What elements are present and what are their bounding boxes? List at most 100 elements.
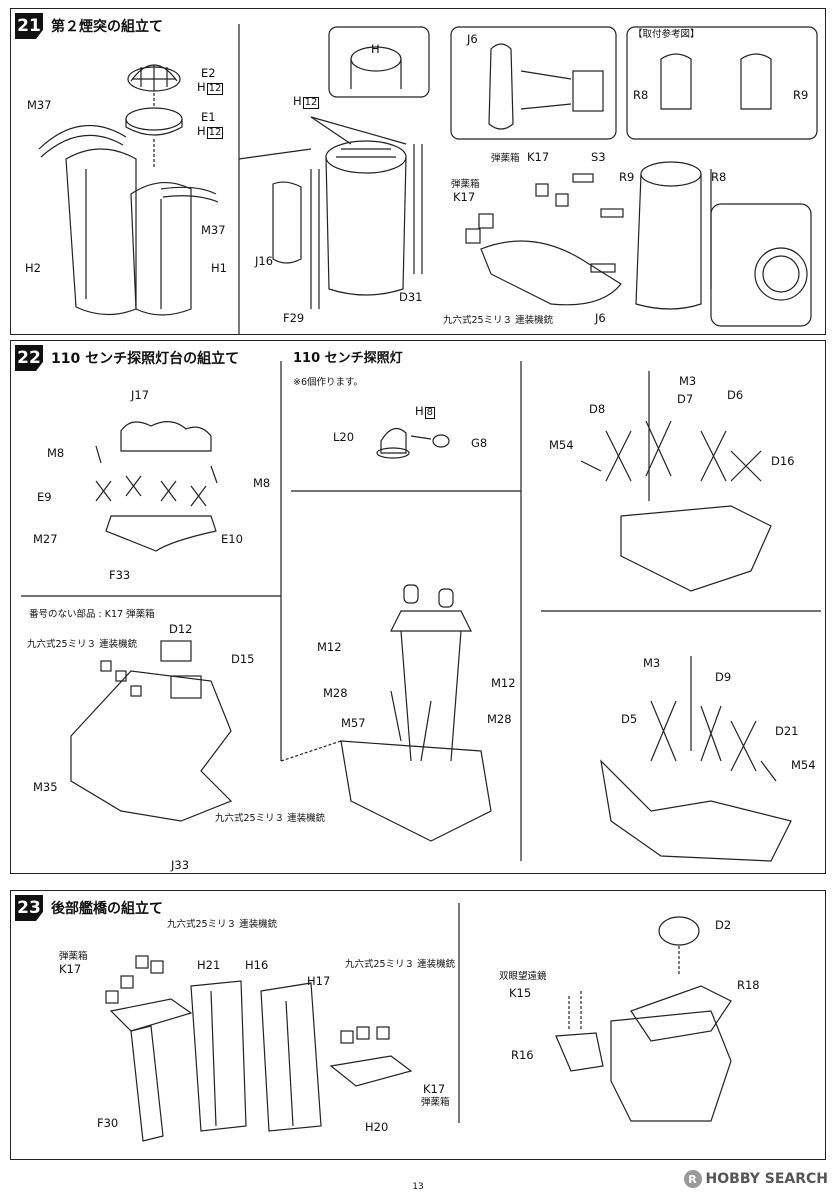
step-23-number: 23 xyxy=(15,895,43,921)
label-M35: M35 xyxy=(33,780,58,794)
label-H20: H20 xyxy=(365,1120,389,1134)
step-23-drawing xyxy=(105,903,732,1142)
label-M3-a: M3 xyxy=(679,374,697,388)
label-D15: D15 xyxy=(231,652,255,666)
step-23-panel: 23 後部艦橋の組立て xyxy=(10,890,826,1160)
label-K17-23-b: K17 xyxy=(423,1082,446,1096)
label-F30: F30 xyxy=(97,1116,119,1130)
label-H12-b-letter: H xyxy=(197,124,206,138)
label-H12-a-letter: H xyxy=(197,80,206,94)
watermark-logo-icon: R xyxy=(683,1170,702,1188)
label-M37-a: M37 xyxy=(27,98,52,112)
label-K17-b: K17 xyxy=(453,190,476,204)
label-F29: F29 xyxy=(283,311,305,325)
label-dan-23-a: 弾薬箱 xyxy=(59,951,88,962)
label-M28-a: M28 xyxy=(323,686,348,700)
watermark-text: HOBBY SEARCH xyxy=(705,1171,828,1187)
step-21-drawing xyxy=(38,24,818,334)
label-M12-a: M12 xyxy=(317,640,342,654)
label-J6-b: J6 xyxy=(595,311,606,325)
label-dan-23-b: 弾薬箱 xyxy=(421,1097,450,1108)
label-L20: L20 xyxy=(333,430,355,444)
step-22-drawing xyxy=(21,361,821,862)
label-torituke: 【取付参考図】 xyxy=(633,29,700,40)
label-M27: M27 xyxy=(33,532,58,546)
label-E10: E10 xyxy=(221,532,243,546)
label-M12-b: M12 xyxy=(491,676,516,690)
label-H12-c-letter: H xyxy=(293,94,302,108)
step-22-note: ※6個作ります。 xyxy=(293,377,364,388)
step-21-number: 21 xyxy=(15,13,43,39)
step-23-title: 後部艦橋の組立て xyxy=(51,901,163,917)
label-H12-a-box: 12 xyxy=(206,83,224,95)
label-gun-23-a: 九六式25ミリ３ 連装機銃 xyxy=(167,919,278,930)
label-K17-23-a: K17 xyxy=(59,962,82,976)
label-S3: S3 xyxy=(591,150,606,164)
label-H17: H17 xyxy=(307,974,331,988)
step-21-panel: 21 第２煙突の組立て xyxy=(10,8,826,335)
label-gun-23-b: 九六式25ミリ３ 連装機銃 xyxy=(345,959,456,970)
label-H12-b-box: 12 xyxy=(206,127,224,139)
label-R8-b: R8 xyxy=(711,170,727,184)
label-D21: D21 xyxy=(775,724,799,738)
label-D31: D31 xyxy=(399,290,423,304)
label-M8-b: M8 xyxy=(253,476,271,490)
step-21-title: 第２煙突の組立て xyxy=(51,19,163,35)
label-D12: D12 xyxy=(169,622,193,636)
label-J33: J33 xyxy=(171,858,190,872)
label-J17: J17 xyxy=(131,388,150,402)
label-M8-a: M8 xyxy=(47,446,65,460)
label-dan-1: 弾薬箱 xyxy=(491,153,520,164)
label-H-cap: H xyxy=(371,42,380,56)
label-M28-b: M28 xyxy=(487,712,512,726)
label-E9: E9 xyxy=(37,490,52,504)
label-J6-a: J6 xyxy=(467,32,478,46)
label-M54-b: M54 xyxy=(791,758,816,772)
label-J16: J16 xyxy=(255,254,274,268)
label-gun-22-b: 九六式25ミリ３ 連装機銃 xyxy=(215,813,326,824)
label-sougan: 双眼望遠鏡 xyxy=(499,971,547,982)
label-D8: D8 xyxy=(589,402,606,416)
label-D5: D5 xyxy=(621,712,638,726)
label-M37-b: M37 xyxy=(201,223,226,237)
step-21-header: 21 第２煙突の組立て xyxy=(15,13,163,39)
label-K17-a: K17 xyxy=(527,150,550,164)
label-R9-b: R9 xyxy=(619,170,635,184)
label-H16: H16 xyxy=(245,958,269,972)
watermark: R HOBBY SEARCH xyxy=(683,1170,828,1188)
label-R8-a: R8 xyxy=(633,88,649,102)
label-H1: H1 xyxy=(211,261,227,275)
label-H8-letter: H xyxy=(415,404,424,418)
label-gun-21: 九六式25ミリ３ 連装機銃 xyxy=(443,315,554,326)
label-D2: D2 xyxy=(715,918,732,932)
label-K15: K15 xyxy=(509,986,532,1000)
label-H8-box: 8 xyxy=(424,407,436,419)
label-M57: M57 xyxy=(341,716,366,730)
label-H21: H21 xyxy=(197,958,221,972)
step-22-panel: 22 110 センチ探照灯台の組立て 110 センチ探照灯 ※6個作ります。 xyxy=(10,340,826,874)
label-G8: G8 xyxy=(471,436,488,450)
step-22-title: 110 センチ探照灯台の組立て xyxy=(51,351,240,367)
label-D9: D9 xyxy=(715,670,732,684)
label-M54-a: M54 xyxy=(549,438,574,452)
label-E1: E1 xyxy=(201,110,216,124)
label-H12-c-box: 12 xyxy=(302,97,320,109)
label-D7: D7 xyxy=(677,392,694,406)
step-22-number: 22 xyxy=(15,345,43,371)
step-23-header: 23 後部艦橋の組立て xyxy=(15,895,163,921)
label-gun-22-a: 九六式25ミリ３ 連装機銃 xyxy=(27,639,138,650)
label-D16: D16 xyxy=(771,454,795,468)
label-R9-a: R9 xyxy=(793,88,809,102)
step-22-subtitle: 110 センチ探照灯 xyxy=(293,351,403,366)
label-E2: E2 xyxy=(201,66,216,80)
label-D6: D6 xyxy=(727,388,744,402)
step-22-header: 22 110 センチ探照灯台の組立て xyxy=(15,345,239,371)
label-R18: R18 xyxy=(737,978,760,992)
label-unnumbered: 番号のない部品 : K17 弾薬箱 xyxy=(29,609,155,620)
label-H2: H2 xyxy=(25,261,41,275)
label-R16: R16 xyxy=(511,1048,534,1062)
